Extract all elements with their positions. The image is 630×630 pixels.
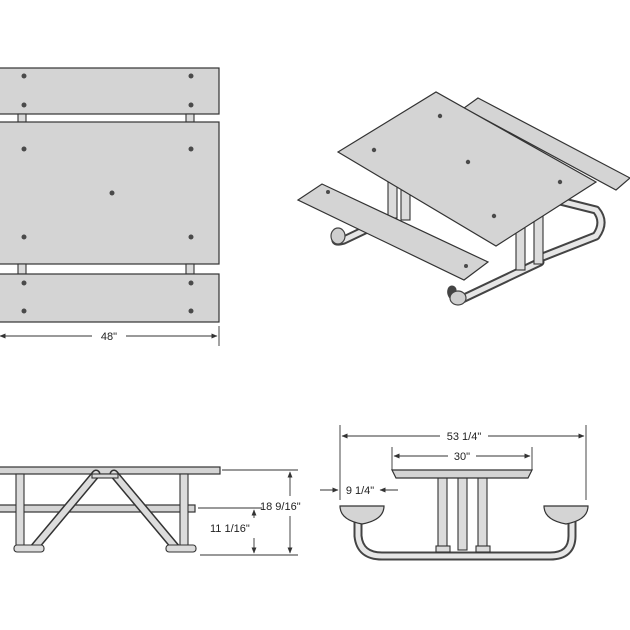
iso-table-bolts: [371, 113, 563, 219]
end-view-table-top: [391, 469, 533, 479]
top-view-bench-bottom: [0, 273, 220, 323]
side-view-post-left: [15, 473, 25, 551]
end-view-seat-offset-label: 9 1/4": [346, 485, 374, 497]
iso-table-top: [336, 91, 598, 247]
end-view-overall-width-dimension: 53 1/4": [339, 425, 587, 500]
iso-foot-front: [449, 290, 467, 306]
side-view-foot-left: [13, 544, 45, 553]
end-view-overall-width-label: 53 1/4": [447, 431, 482, 443]
end-view-seat-offset-dimension: 9 1/4": [320, 485, 398, 497]
top-view: 48": [0, 67, 220, 346]
side-view-bench: [0, 504, 196, 513]
end-view-table-width-dimension: 30": [391, 447, 533, 470]
end-view-leg-1: [437, 477, 448, 551]
top-view-bench-top: [0, 67, 220, 115]
end-view-table-width-label: 30": [454, 451, 470, 463]
side-view-seat-height-dimension: 11 1/16": [198, 507, 262, 554]
top-view-support-left-top: [17, 113, 27, 123]
end-view-leg-foot-2: [475, 545, 491, 553]
isometric-view: [296, 91, 630, 306]
top-view-support-right-bottom: [185, 263, 195, 275]
top-view-bolts: [21, 73, 194, 314]
end-view-leg-foot-1: [435, 545, 451, 553]
top-view-width-label: 48": [101, 331, 117, 343]
end-view-leg-2: [457, 477, 468, 551]
side-view: 18 9/16" 11 1/16": [0, 466, 301, 556]
side-view-seat-height-label: 11 1/16": [210, 523, 250, 535]
end-view: 53 1/4" 30" 9 1/4": [320, 425, 589, 561]
side-view-total-height-label: 18 9/16": [260, 501, 301, 513]
side-view-post-right: [179, 473, 189, 551]
end-view-leg-3: [477, 477, 488, 551]
end-view-seat-left: [339, 505, 385, 525]
side-view-foot-right: [165, 544, 197, 553]
top-view-support-right-top: [185, 113, 195, 123]
iso-bench-back: [462, 97, 630, 191]
top-view-support-left-bottom: [17, 263, 27, 275]
iso-bench-front: [296, 183, 490, 281]
end-view-seat-right: [543, 505, 589, 525]
iso-foot-left: [330, 227, 346, 245]
side-view-total-height-dimension: 18 9/16": [200, 469, 301, 556]
side-view-bracket: [91, 473, 119, 479]
top-view-width-dimension: 48": [0, 326, 220, 346]
